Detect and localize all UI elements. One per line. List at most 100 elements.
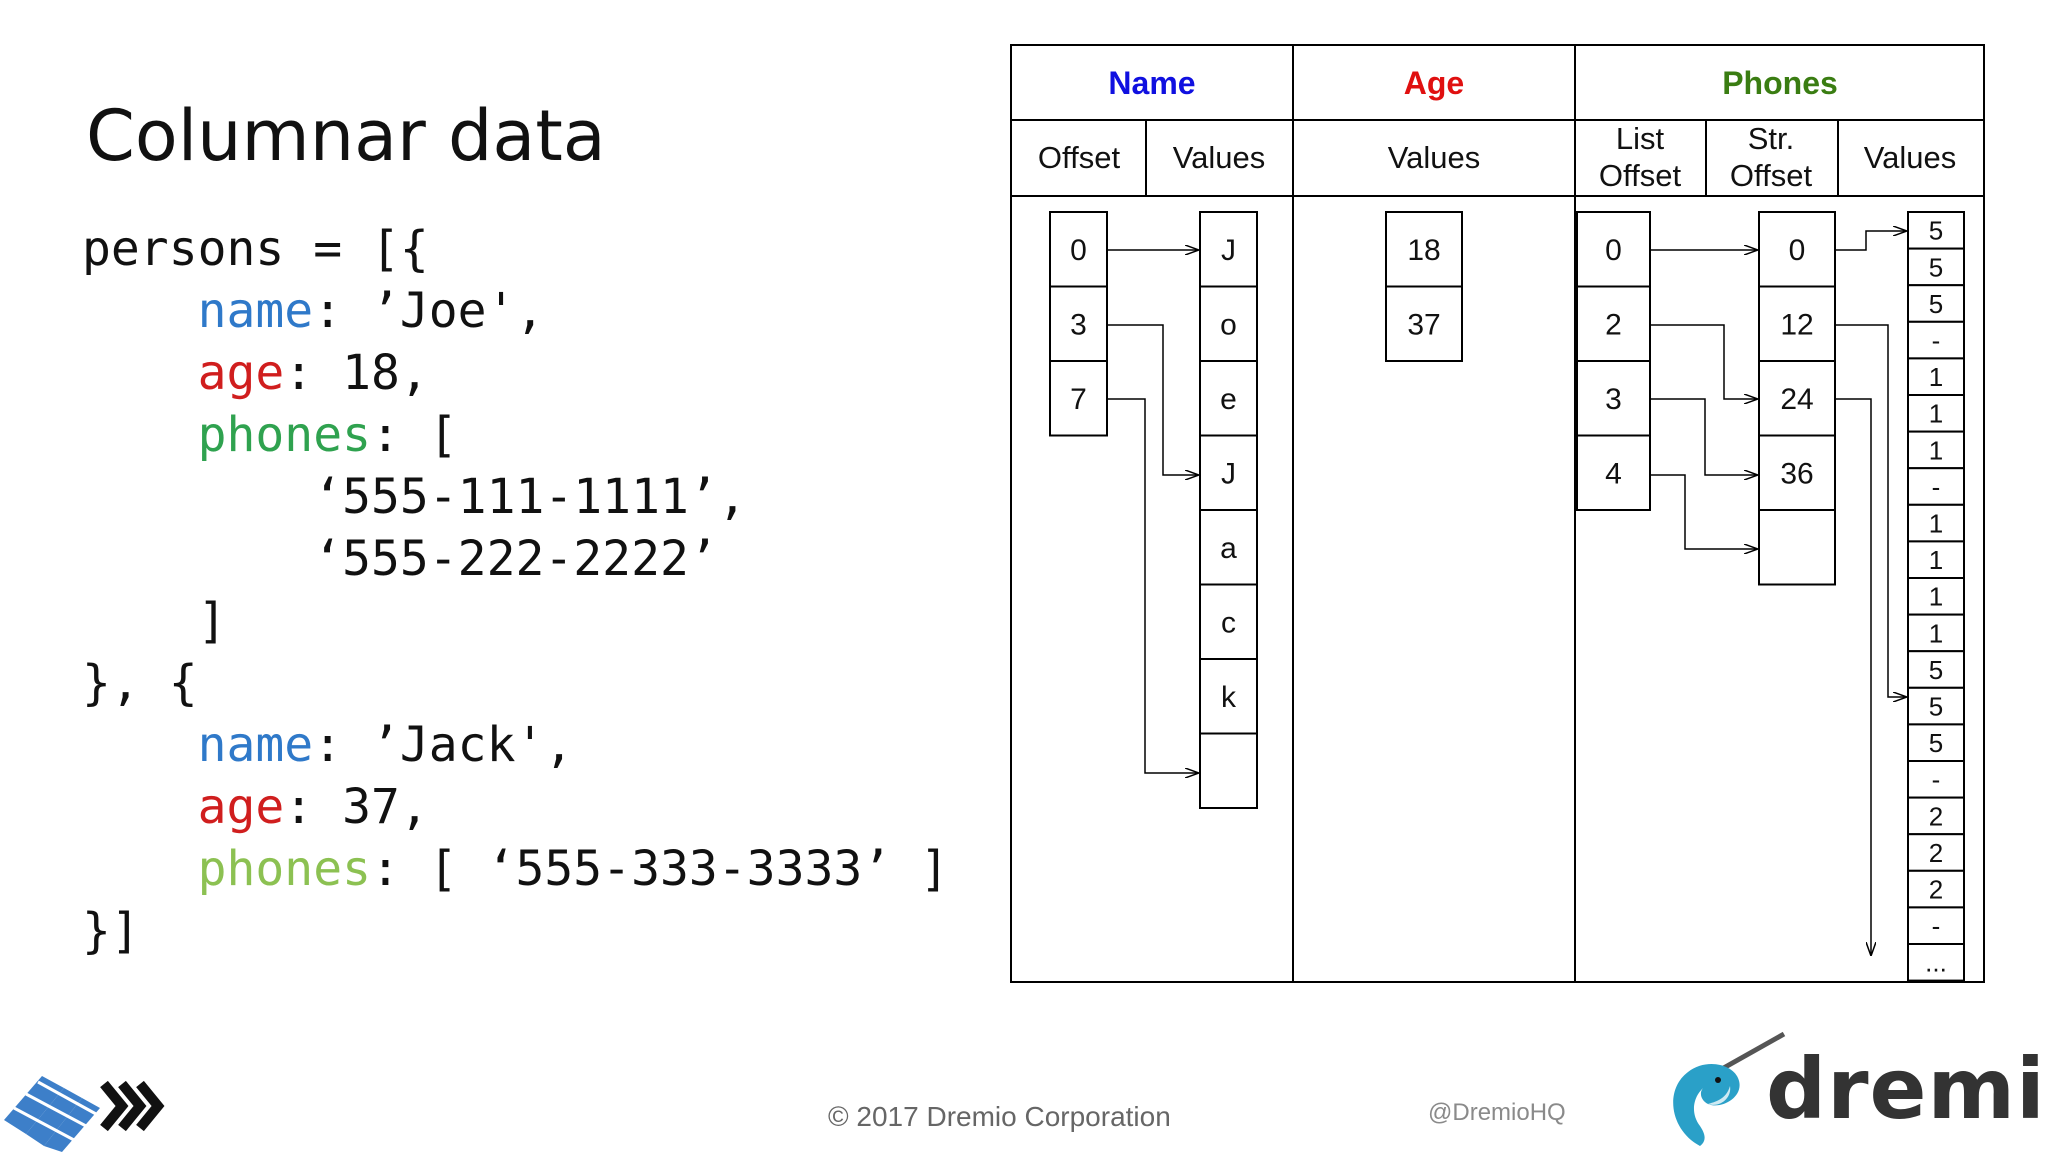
- age-key: age: [197, 345, 285, 401]
- age-value-cell: [1385, 285, 1463, 362]
- list-offset-text: 0: [1605, 234, 1622, 267]
- phone-char-cell: [1907, 394, 1965, 433]
- subheader-str-offset-2: Offset: [1730, 158, 1813, 193]
- name-offset-text: 0: [1070, 234, 1087, 267]
- str-offset-column: 0 12 24 36: [1758, 211, 1836, 586]
- code-line-1: persons = [{: [82, 218, 949, 280]
- header-phones: Phones: [1722, 65, 1838, 101]
- close-bracket: ]: [197, 593, 227, 649]
- age-value-text: 18: [1407, 234, 1440, 267]
- header-name: Name: [1108, 65, 1195, 101]
- phone-char-text: 5: [1929, 252, 1943, 282]
- name-value-cell: [1199, 360, 1258, 437]
- phone-char-text: 1: [1929, 399, 1943, 429]
- code-line-4: phones: [: [82, 404, 949, 466]
- phone-char-text: -: [1932, 325, 1941, 355]
- chevrons-logo-icon: [4, 1076, 165, 1152]
- phone-char-text: 1: [1929, 508, 1943, 538]
- phone-char-cell: [1907, 211, 1965, 250]
- str-offset-text: 24: [1780, 383, 1813, 416]
- name-key-2: name: [197, 717, 314, 773]
- age-value-cell: [1385, 211, 1463, 288]
- phones-value-2: : [ ‘555-333-3333’ ]: [370, 841, 949, 897]
- code-close: }]: [82, 903, 140, 959]
- phone-values-column: 555-111-1111555-222-...: [1907, 211, 1965, 982]
- slide-title: Columnar data: [86, 95, 606, 177]
- copyright-text: © 2017 Dremio Corporation: [828, 1101, 1171, 1132]
- phone-char-text: 1: [1929, 582, 1943, 612]
- phone-char-text: 1: [1929, 545, 1943, 575]
- age-value-2: : 37,: [284, 779, 429, 835]
- twitter-handle: @DremioHQ: [1428, 1099, 1566, 1126]
- separator: }, {: [82, 655, 198, 711]
- code-line-3: age: 18,: [82, 342, 949, 404]
- name-key: name: [197, 283, 314, 339]
- name-value: : ’Joe',: [313, 283, 545, 339]
- name-value-text: k: [1221, 681, 1237, 714]
- name-offset-cell: [1049, 211, 1108, 288]
- phone-char-cell: [1907, 943, 1965, 982]
- name-value-cell: [1199, 285, 1258, 362]
- code-line-10: age: 37,: [82, 776, 949, 838]
- phone-a: ‘555-111-1111’,: [313, 469, 747, 525]
- code-line-9: name: ’Jack',: [82, 714, 949, 776]
- phone-char-cell: [1907, 577, 1965, 616]
- subheader-list-offset-1: List: [1616, 121, 1665, 156]
- code-block: persons = [{ name: ’Joe', age: 18, phone…: [82, 218, 949, 962]
- table-frame: [1010, 44, 1985, 983]
- phone-char-cell: [1907, 357, 1965, 396]
- list-offset-cell: [1576, 434, 1651, 511]
- phone-char-cell: [1907, 467, 1965, 506]
- subheader-phone-values: Values: [1864, 140, 1957, 175]
- code-line-6: ‘555-222-2222’: [82, 528, 949, 590]
- name-offset-cell: [1049, 360, 1108, 437]
- subheader-str-offset-1: Str.: [1748, 121, 1795, 156]
- name-offset-column: 037: [1049, 211, 1108, 437]
- str-offset-text: 0: [1789, 234, 1806, 267]
- code-open: persons = [{: [82, 221, 429, 277]
- phone-char-text: 1: [1929, 435, 1943, 465]
- list-offset-text: 3: [1605, 383, 1622, 416]
- phone-b: ‘555-222-2222’: [313, 531, 718, 587]
- age-value: : 18,: [284, 345, 429, 401]
- age-key-2: age: [197, 779, 285, 835]
- phone-char-text: 5: [1929, 216, 1943, 246]
- narwhal-logo-icon: [1673, 1031, 1786, 1146]
- header-age: Age: [1404, 65, 1464, 101]
- phone-char-cell: [1907, 869, 1965, 909]
- phone-char-text: ...: [1925, 948, 1947, 978]
- code-line-11: phones: [ ‘555-333-3333’ ]: [82, 838, 949, 900]
- code-line-2: name: ’Joe',: [82, 280, 949, 342]
- str-offset-text: 36: [1780, 458, 1813, 491]
- subheader-values: Values: [1173, 140, 1266, 175]
- phone-char-text: 2: [1929, 874, 1943, 904]
- phone-char-text: 5: [1929, 728, 1943, 758]
- age-value-text: 37: [1407, 309, 1440, 342]
- name-value-text: e: [1220, 383, 1237, 416]
- phone-char-text: 5: [1929, 691, 1943, 721]
- name-value-text: c: [1221, 607, 1236, 640]
- brand-wordmark: dremio: [1766, 1040, 2048, 1138]
- subheader-list-offset-2: Offset: [1599, 158, 1682, 193]
- str-offset-text: 12: [1780, 309, 1813, 342]
- phone-char-cell: [1907, 540, 1965, 580]
- phone-char-text: 2: [1929, 838, 1943, 868]
- name-offset-text: 7: [1070, 383, 1087, 416]
- subheader-age-values: Values: [1388, 140, 1481, 175]
- list-offset-cell: [1576, 285, 1651, 362]
- name-value-text: J: [1221, 234, 1236, 267]
- str-offset-cell: [1758, 360, 1836, 437]
- name-value-cell: [1199, 509, 1258, 586]
- phone-char-cell: [1907, 284, 1965, 323]
- code-line-12: }]: [82, 900, 949, 962]
- phones-key-2: phones: [197, 841, 371, 897]
- name-value-text: o: [1220, 309, 1237, 342]
- code-line-7: ]: [82, 590, 949, 652]
- str-offset-cell: [1758, 211, 1836, 288]
- phone-char-cell: [1907, 760, 1965, 799]
- str-offset-cell: [1758, 509, 1836, 586]
- list-offset-text: 4: [1605, 458, 1622, 491]
